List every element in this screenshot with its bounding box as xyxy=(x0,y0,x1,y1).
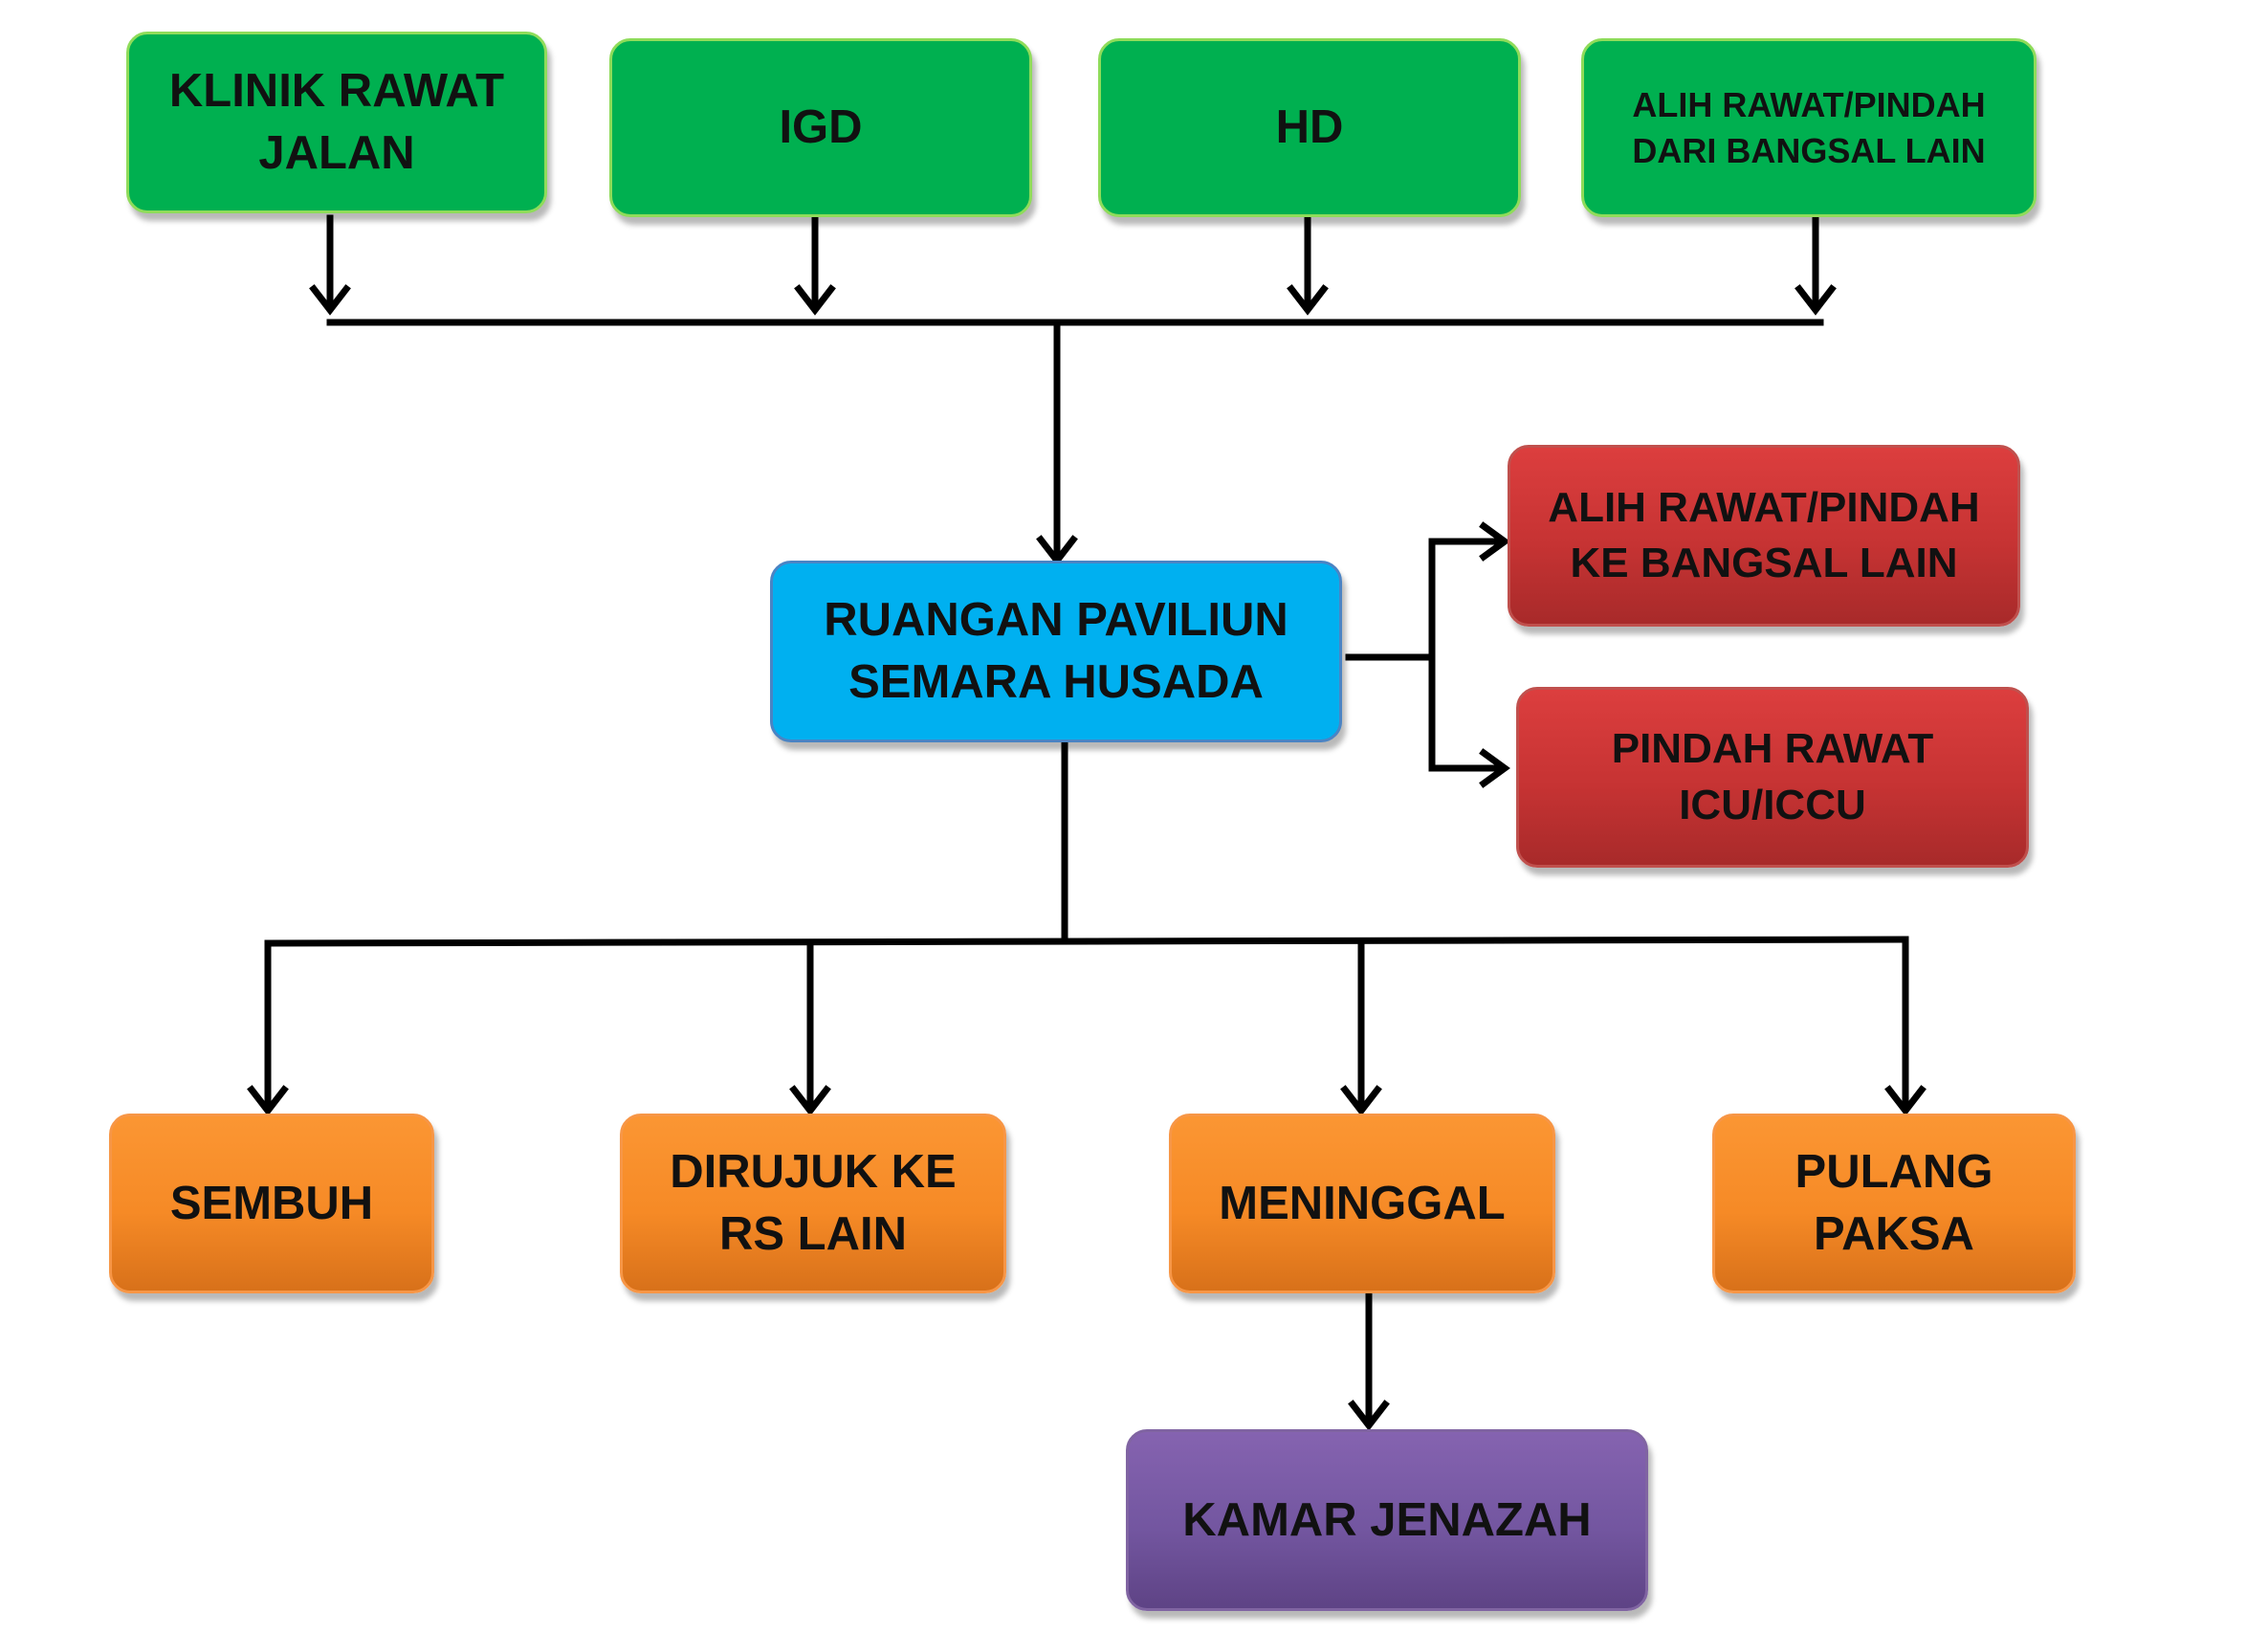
arrowhead-hd xyxy=(1287,284,1329,316)
node-dirujuk-ke-rs-lain: DIRUJUK KE RS LAIN xyxy=(620,1114,1006,1293)
node-hd: HD xyxy=(1098,38,1521,217)
arrowhead-jenazah xyxy=(1348,1400,1390,1431)
arrowhead-pulang-paksa xyxy=(1884,1085,1927,1116)
arrowhead-meninggal xyxy=(1340,1085,1382,1116)
arrowhead-alih-dari xyxy=(1795,284,1837,316)
arrowhead-alih-ke xyxy=(1479,521,1510,562)
distribution-bar-bottom xyxy=(264,936,1909,947)
node-ruangan-paviliun-semara-husada: RUANGAN PAVILIUN SEMARA HUSADA xyxy=(770,561,1342,742)
node-kamar-jenazah: KAMAR JENAZAH xyxy=(1126,1429,1648,1611)
node-igd: IGD xyxy=(609,38,1032,217)
arrowhead-klinik xyxy=(309,284,351,316)
node-meninggal: MENINGGAL xyxy=(1169,1114,1555,1293)
node-pulang-paksa: PULANG PAKSA xyxy=(1712,1114,2076,1293)
arrowhead-sembuh xyxy=(247,1085,289,1116)
node-sembuh: SEMBUH xyxy=(109,1114,434,1293)
node-klinik-rawat-jalan: KLINIK RAWAT JALAN xyxy=(126,32,547,213)
arrowhead-igd xyxy=(794,284,836,316)
arrowhead-icu xyxy=(1479,748,1510,788)
node-pindah-rawat-icu-iccu: PINDAH RAWAT ICU/ICCU xyxy=(1516,687,2029,868)
node-alih-rawat-dari-bangsal-lain: ALIH RAWAT/PINDAH DARI BANGSAL LAIN xyxy=(1581,38,2037,217)
arrowhead-dirujuk xyxy=(789,1085,831,1116)
node-alih-rawat-ke-bangsal-lain: ALIH RAWAT/PINDAH KE BANGSAL LAIN xyxy=(1508,445,2020,627)
